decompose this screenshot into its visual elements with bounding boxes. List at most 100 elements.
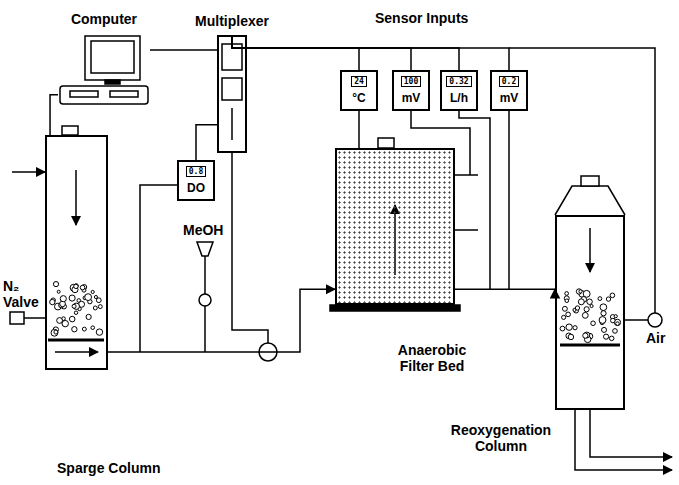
meter-reading: 100 (401, 76, 421, 87)
bubble (582, 312, 588, 318)
do-meter: 0.8DO (177, 160, 215, 201)
bubble (568, 334, 573, 339)
bubble (576, 289, 581, 294)
keyboard (60, 86, 148, 104)
feed-label: MeOH (183, 222, 223, 238)
bubble (599, 317, 606, 324)
bubble (54, 330, 58, 334)
bubble (91, 326, 95, 330)
meter-reading: 0.8 (186, 166, 206, 177)
signal-wire (232, 35, 411, 70)
bubble (74, 284, 78, 288)
bubble (598, 297, 602, 301)
bubble (74, 311, 77, 314)
bubble (606, 297, 610, 301)
component-label: Computer (71, 11, 137, 27)
unit-label: L/h (450, 91, 468, 105)
signal-wire (50, 95, 58, 135)
bubble (591, 321, 596, 326)
reoxygenation-column: Reoxygenation Column (555, 215, 625, 410)
bubble (611, 318, 616, 323)
bubble (573, 326, 577, 330)
sensor-meter: 24°C (340, 70, 378, 111)
bubble (69, 316, 75, 322)
bubble (609, 336, 614, 341)
bubble (60, 296, 66, 302)
unit-label: DO (187, 181, 205, 195)
bubble (603, 334, 608, 339)
unit-label: °C (352, 91, 365, 105)
bubble (93, 306, 97, 310)
signal-wire (232, 35, 459, 70)
air-pump (648, 313, 662, 327)
control-cable (232, 153, 268, 343)
component-label: Sparge Column (57, 460, 160, 476)
computer-icon: Computer (58, 35, 150, 107)
flow-pipe (108, 289, 335, 352)
bubble (62, 320, 68, 326)
metering-pump (199, 294, 211, 306)
bubble (560, 326, 565, 331)
bubble (614, 315, 617, 318)
sample-port (455, 229, 478, 231)
keyboard-keys (110, 91, 138, 97)
component-label: Anaerobic Filter Bed (382, 342, 482, 374)
inflow-arrow (12, 171, 45, 173)
column-hood (555, 186, 625, 215)
bubble (579, 290, 582, 293)
bubble (53, 282, 58, 287)
filter-base (330, 305, 460, 311)
bubble (85, 294, 92, 301)
keyboard-keys (70, 91, 98, 97)
bubble (587, 299, 593, 305)
bubble (98, 305, 102, 309)
unit-label: mV (402, 91, 421, 105)
flow-pipe (455, 288, 555, 290)
component-label: Multiplexer (195, 13, 269, 29)
bubble (91, 290, 94, 293)
bubble (590, 305, 593, 308)
multiplexer-slot (231, 108, 233, 140)
signal-wire (509, 48, 655, 313)
outflow-arrow (590, 410, 672, 457)
bubble (96, 329, 102, 335)
sparge-column: Sparge Column (45, 135, 108, 370)
multiplexer-unit: Multiplexer (217, 35, 247, 153)
bubble (57, 318, 63, 324)
monitor (85, 36, 140, 80)
signal-wire (508, 108, 510, 289)
diffuser (48, 339, 104, 342)
column-stack (581, 176, 599, 186)
bubble (562, 306, 567, 311)
bubble (57, 290, 60, 293)
filter-bed: Anaerobic Filter Bed (335, 148, 455, 305)
connectors (50, 35, 555, 352)
signal-wire (459, 108, 490, 289)
bubble (566, 324, 572, 330)
flow-arrow (55, 351, 98, 353)
bubble (74, 284, 78, 288)
meter-reading: 0.2 (499, 76, 519, 87)
bubble (80, 285, 85, 290)
air-line (625, 319, 648, 321)
sample-port (455, 174, 478, 176)
bubble (565, 292, 569, 296)
sensor-meter: 0.32L/h (440, 70, 478, 111)
signal-wire (232, 35, 359, 70)
bubble (82, 327, 86, 331)
bubble (575, 306, 579, 310)
bubble (601, 311, 606, 316)
methanol-funnel (197, 242, 213, 256)
column-vent (62, 126, 78, 135)
air-label: Air (646, 330, 665, 346)
flow-arrow (589, 228, 591, 272)
bubble (578, 299, 584, 305)
bubble (583, 333, 588, 338)
bubble (610, 293, 615, 298)
group-heading: Sensor Inputs (375, 10, 468, 26)
bubble (602, 327, 607, 332)
bubble (613, 329, 618, 334)
bubble (584, 307, 589, 312)
sensor-meter: 0.2mV (490, 70, 528, 111)
